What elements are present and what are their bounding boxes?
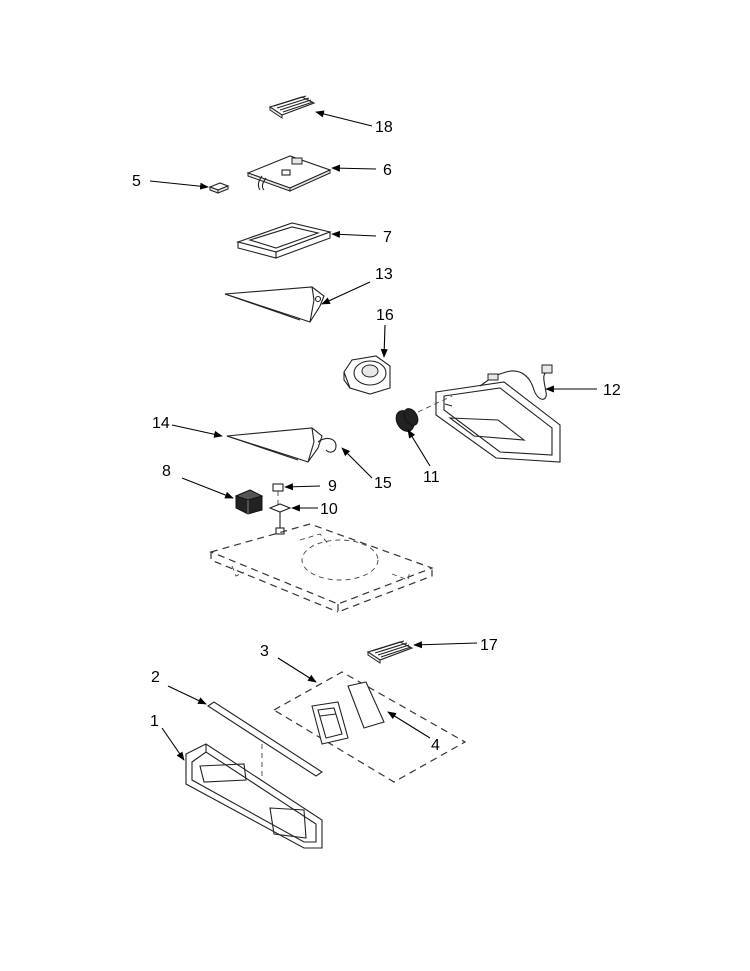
part-4-display-lens[interactable] xyxy=(347,681,385,729)
callout-18: 18 xyxy=(375,119,393,136)
callout-8: 8 xyxy=(162,463,171,480)
part-14-lower-duct[interactable] xyxy=(226,427,323,463)
part-12-control-panel[interactable] xyxy=(435,364,561,463)
part-10-sensor[interactable] xyxy=(268,503,292,535)
callout-15: 15 xyxy=(374,475,392,492)
part-6-control-board[interactable] xyxy=(246,155,332,192)
mounting-plate-outline xyxy=(209,523,434,613)
callout-4: 4 xyxy=(431,737,440,754)
callout-labels: 18 5 6 7 13 16 12 14 11 15 8 9 10 17 3 2… xyxy=(132,119,621,754)
part-16-blower-motor[interactable] xyxy=(343,355,391,395)
part-2-trim-strip[interactable] xyxy=(206,701,324,786)
callout-7: 7 xyxy=(383,229,392,246)
leader-lines xyxy=(149,110,597,761)
callout-2: 2 xyxy=(151,669,160,686)
callout-12: 12 xyxy=(603,382,621,399)
callout-11: 11 xyxy=(423,469,440,486)
callout-3: 3 xyxy=(260,643,269,660)
part-15-wire-clip[interactable] xyxy=(317,437,337,453)
callout-5: 5 xyxy=(132,173,141,190)
part-11-knob[interactable] xyxy=(393,395,453,435)
part-13-upper-duct[interactable] xyxy=(224,286,325,323)
part-5-clip[interactable] xyxy=(208,182,230,194)
part-1-front-panel[interactable] xyxy=(185,743,323,849)
part-18-ribbon-connector[interactable] xyxy=(268,95,316,119)
callout-17: 17 xyxy=(480,637,498,654)
callout-1: 1 xyxy=(150,713,159,730)
callout-6: 6 xyxy=(383,162,392,179)
part-9-connector[interactable] xyxy=(272,483,284,506)
callout-16: 16 xyxy=(376,307,394,324)
callout-9: 9 xyxy=(328,478,337,495)
callout-13: 13 xyxy=(375,266,393,283)
part-8-transformer[interactable] xyxy=(234,489,264,515)
part-7-tray[interactable] xyxy=(236,222,332,259)
callout-10: 10 xyxy=(320,501,338,518)
callout-14: 14 xyxy=(152,415,170,432)
part-3-display-kit[interactable] xyxy=(272,671,467,783)
part-17-ribbon-connector[interactable] xyxy=(366,640,414,664)
